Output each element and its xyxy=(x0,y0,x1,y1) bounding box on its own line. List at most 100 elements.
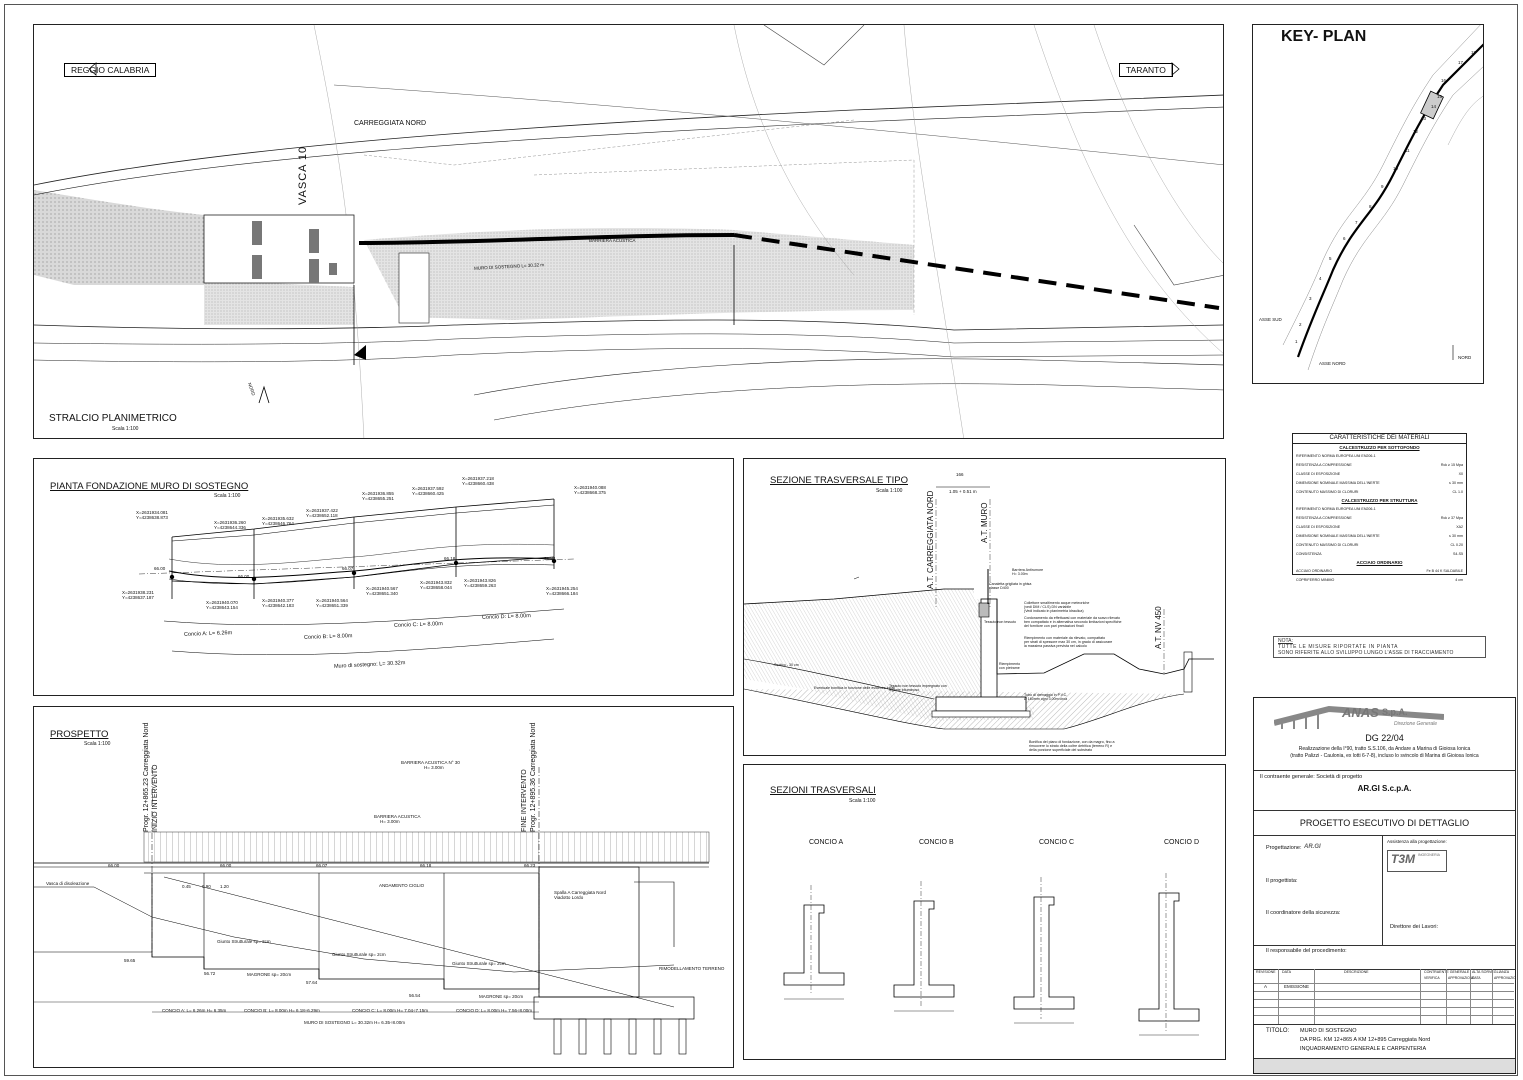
foundation-coord-bottom: X=2631938.231 Y=4238637.187 xyxy=(122,590,154,600)
elevation-drawing xyxy=(34,767,710,1055)
keyplan-north-axis: ASSE NORD xyxy=(1319,361,1346,366)
elevation-low-level: 56.72 xyxy=(204,971,216,976)
rev-col-line xyxy=(1470,969,1471,1024)
materials-value: Rck ≥ 37 Mpa xyxy=(1440,516,1463,520)
materials-row: RIFERIMENTO NORMA EUROPEA UNI EN206-1 xyxy=(1293,505,1466,514)
at-carreggiata: A.T. CARREGGIATA NORD xyxy=(926,490,935,589)
contractor: AR.GI S.c.p.A. xyxy=(1357,784,1412,793)
bridge-icon xyxy=(1274,705,1444,729)
materials-title: CARATTERISTICHE DEI MATERIALI xyxy=(1293,434,1466,444)
rev-col-line xyxy=(1314,969,1315,1024)
note-line-2: SONO RIFERITE ALLO SVILUPPO LUNGO L'ASSE… xyxy=(1278,650,1454,656)
elevation-footer-item: CONCIO C: L= 8.00m H= 7.04÷7.15m xyxy=(352,1008,429,1013)
keyplan-south-axis: ASSE SUD xyxy=(1259,317,1282,322)
elevation-end: FINE INTERVENTO Progr. 12+895.36 Carregg… xyxy=(521,722,537,832)
keyplan-number: 15 xyxy=(1437,94,1443,99)
section-profile xyxy=(1013,896,1075,1010)
keyplan-number: 12 xyxy=(1413,129,1419,134)
sections-title: SEZIONI TRASVERSALI xyxy=(770,785,876,796)
section-dim-sub: 1.05 + 0.51 m xyxy=(949,489,977,494)
materials-key: RIFERIMENTO NORMA EUROPEA UNI EN206-1 xyxy=(1296,454,1376,458)
rev-col-line xyxy=(1446,969,1447,1024)
rev-header: DATA xyxy=(1282,970,1292,974)
materials-value: Fe B 44 K SALDABILE xyxy=(1426,569,1463,573)
barrier-top-height: H= 3.00m xyxy=(424,765,444,770)
keyplan-number: 2 xyxy=(1299,322,1302,327)
keyplan-number: 11 xyxy=(1405,148,1410,153)
foundation-coord-top: X=2631940.088 Y=4238668.375 xyxy=(574,485,606,495)
section-note: Riempimento con pietrame xyxy=(999,662,1021,670)
elevation-level: 66.00 xyxy=(108,863,120,868)
materials-table: CARATTERISTICHE DEI MATERIALI CALCESTRUZ… xyxy=(1292,433,1467,582)
rev-header: ALTA SORVEGLIANZA xyxy=(1472,970,1510,974)
elevation-scale: Scala 1:100 xyxy=(84,741,111,747)
barrier-top-label: BARRIERA ACUSTICA N° 30 xyxy=(401,760,460,765)
section-dim-top: 166 xyxy=(956,472,964,477)
keyplan-number: 5 xyxy=(1329,256,1332,261)
materials-row: DIMENSIONE NOMINALE MASSIMA DELL'INERTE≤… xyxy=(1293,479,1466,488)
foundation-coord-top: X=2631935.632 Y=4238646.764 xyxy=(262,516,294,526)
project-title: PROGETTO ESECUTIVO DI DETTAGLIO xyxy=(1299,818,1470,828)
anas-suffix: S.p.A. xyxy=(1382,707,1408,717)
foundation-coord-top: X=2631936.855 Y=4238655.251 xyxy=(362,491,394,501)
foundation-panel: PIANTA FONDAZIONE MURO DI SOSTEGNO Scala… xyxy=(33,458,734,696)
keyplan-number: 13 xyxy=(1421,116,1427,121)
materials-heading: ACCIAIO ORDINARIO xyxy=(1356,560,1403,565)
note-title: NOTA: xyxy=(1278,638,1293,644)
keyplan-number: 9 xyxy=(1381,184,1384,189)
elevation-level: 66.23 xyxy=(524,863,536,868)
bottom-band xyxy=(1254,1058,1515,1073)
materials-key: CLASSE DI ESPOSIZIONE xyxy=(1296,472,1341,476)
sections-drawing xyxy=(783,873,1200,1036)
at-nv: A.T. NV 450 xyxy=(1154,606,1163,649)
keyplan-drawing xyxy=(1282,25,1483,371)
section-drawing xyxy=(744,486,1214,730)
section-scale: Scala 1:100 xyxy=(876,488,903,494)
barrier-label: BARRIERA ACUSTICA xyxy=(374,814,421,819)
code: DG 22/04 xyxy=(1365,733,1404,743)
keyplan-north: NORD xyxy=(1458,355,1472,360)
rev-col-line xyxy=(1492,969,1493,1024)
foundation-coord-top: X=2631936.260 Y=4238644.336 xyxy=(214,520,246,530)
joint-3: Giunto Strutturale sp= 2cm xyxy=(452,961,506,966)
kerb-label: ANDAMENTO CIGLIO xyxy=(379,883,425,888)
rev-row-line xyxy=(1254,991,1514,992)
foundation-drawing xyxy=(138,498,575,655)
section-profile xyxy=(783,904,845,986)
rev-a: A xyxy=(1264,984,1268,989)
section-profile xyxy=(893,900,955,998)
keyplan-number: 8 xyxy=(1369,204,1372,209)
elevation-low-level: 56.54 xyxy=(409,993,421,998)
joint-2: Giunto Strutturale sp= 2cm xyxy=(332,952,386,957)
remodel-label: RIMODELLAMENTO TERRENO xyxy=(659,966,725,971)
keyplan-number: 3 xyxy=(1309,296,1312,301)
carriageway-label: CARREGGIATA NORD xyxy=(354,120,427,127)
titleblock: ANAS S.p.A. Direzione Generale DG 22/04 … xyxy=(1253,697,1516,1074)
rev-a-desc: EMISSIONE xyxy=(1284,984,1310,989)
materials-value: ≤ 30 mm xyxy=(1449,534,1463,538)
section-note: Eventuale bonifica in funzione delle evi… xyxy=(814,686,895,690)
note-box: NOTA: TUTTE LE MISURE RIPORTATE IN PIANT… xyxy=(1273,636,1486,658)
plan-scale: Scala 1:100 xyxy=(112,426,139,432)
materials-key: CLASSE DI ESPOSIZIONE xyxy=(1296,525,1341,529)
foundation-coord-bottom: X=2631940.567 Y=4238651.340 xyxy=(366,586,398,596)
rev-row-line xyxy=(1254,1007,1514,1008)
note-line-1: TUTTE LE MISURE RIPORTATE IN PIANTA xyxy=(1278,644,1399,650)
joint-1: Giunto Strutturale sp= 2cm xyxy=(217,939,271,944)
materials-key: DIMENSIONE NOMINALE MASSIMA DELL'INERTE xyxy=(1296,534,1380,538)
section-note: Collettore smaltimento acque meteoriche … xyxy=(1024,601,1090,613)
anas-name: ANAS xyxy=(1342,705,1379,720)
t3m-sub: INGEGNERIA xyxy=(1418,853,1440,857)
barrier-label: BARRIERA ACUSTICA xyxy=(589,238,636,243)
rev-subheader: DATA xyxy=(1472,976,1481,980)
foundation-coord-bottom: X=2631943.826 Y=4238659.263 xyxy=(464,578,496,588)
keyplan-number: 10 xyxy=(1393,166,1399,171)
elevation-level: 66.00 xyxy=(220,863,232,868)
section-note: Tubo di drenaggio in P.V.C. Ø 160mm ogni… xyxy=(1024,693,1068,701)
